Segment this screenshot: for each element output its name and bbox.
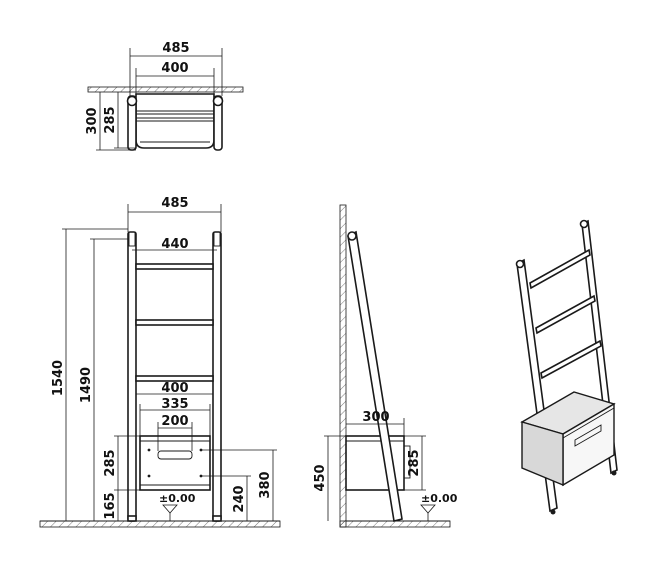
side-dim-285: 285 [407, 449, 422, 476]
front-dim-285: 285 [103, 449, 118, 476]
front-dim-165: 165 [103, 492, 118, 519]
front-rung-1 [135, 263, 214, 270]
top-dim-400: 400 [161, 61, 188, 76]
front-dim-1490: 1490 [79, 367, 94, 403]
persp-box-handle [574, 424, 602, 447]
persp-rung-1 [529, 248, 591, 290]
side-dim-450: 450 [313, 464, 328, 491]
front-floor-level: ±0.00 [159, 492, 196, 505]
front-floor [39, 520, 281, 528]
front-box-handle [157, 450, 193, 460]
front-rung-3 [135, 375, 214, 382]
top-dim-485: 485 [162, 41, 189, 56]
top-dim-300: 300 [85, 107, 100, 134]
front-dim-240: 240 [232, 485, 247, 512]
side-floor [339, 520, 451, 528]
persp-rung-2 [535, 294, 596, 335]
front-dim-335: 335 [161, 397, 188, 412]
perspective-view [515, 219, 618, 515]
front-dim-200: 200 [161, 414, 188, 429]
side-view: 300 285 450 ±0.00 [313, 204, 458, 528]
side-wall [339, 204, 347, 528]
front-level-marker [162, 504, 178, 514]
front-view: 485 440 400 335 200 1540 1490 285 165 24… [39, 196, 281, 528]
side-dim-300: 300 [362, 410, 389, 425]
top-wall [87, 86, 244, 93]
side-level-marker [420, 504, 436, 514]
front-dim-440: 440 [161, 237, 188, 252]
front-dim-380: 380 [258, 471, 273, 498]
top-dim-285: 285 [103, 106, 118, 133]
front-dim-485: 485 [161, 196, 188, 211]
front-rung-2 [135, 319, 214, 326]
front-box [139, 435, 211, 491]
front-rail-left [127, 231, 137, 522]
front-dim-400: 400 [161, 381, 188, 396]
persp-box-side [521, 421, 564, 487]
top-view: 485 400 300 285 [85, 41, 244, 151]
persp-rung-3 [540, 339, 602, 380]
side-floor-level: ±0.00 [421, 492, 458, 505]
front-rail-right [212, 231, 222, 522]
front-dim-1540: 1540 [51, 360, 66, 396]
